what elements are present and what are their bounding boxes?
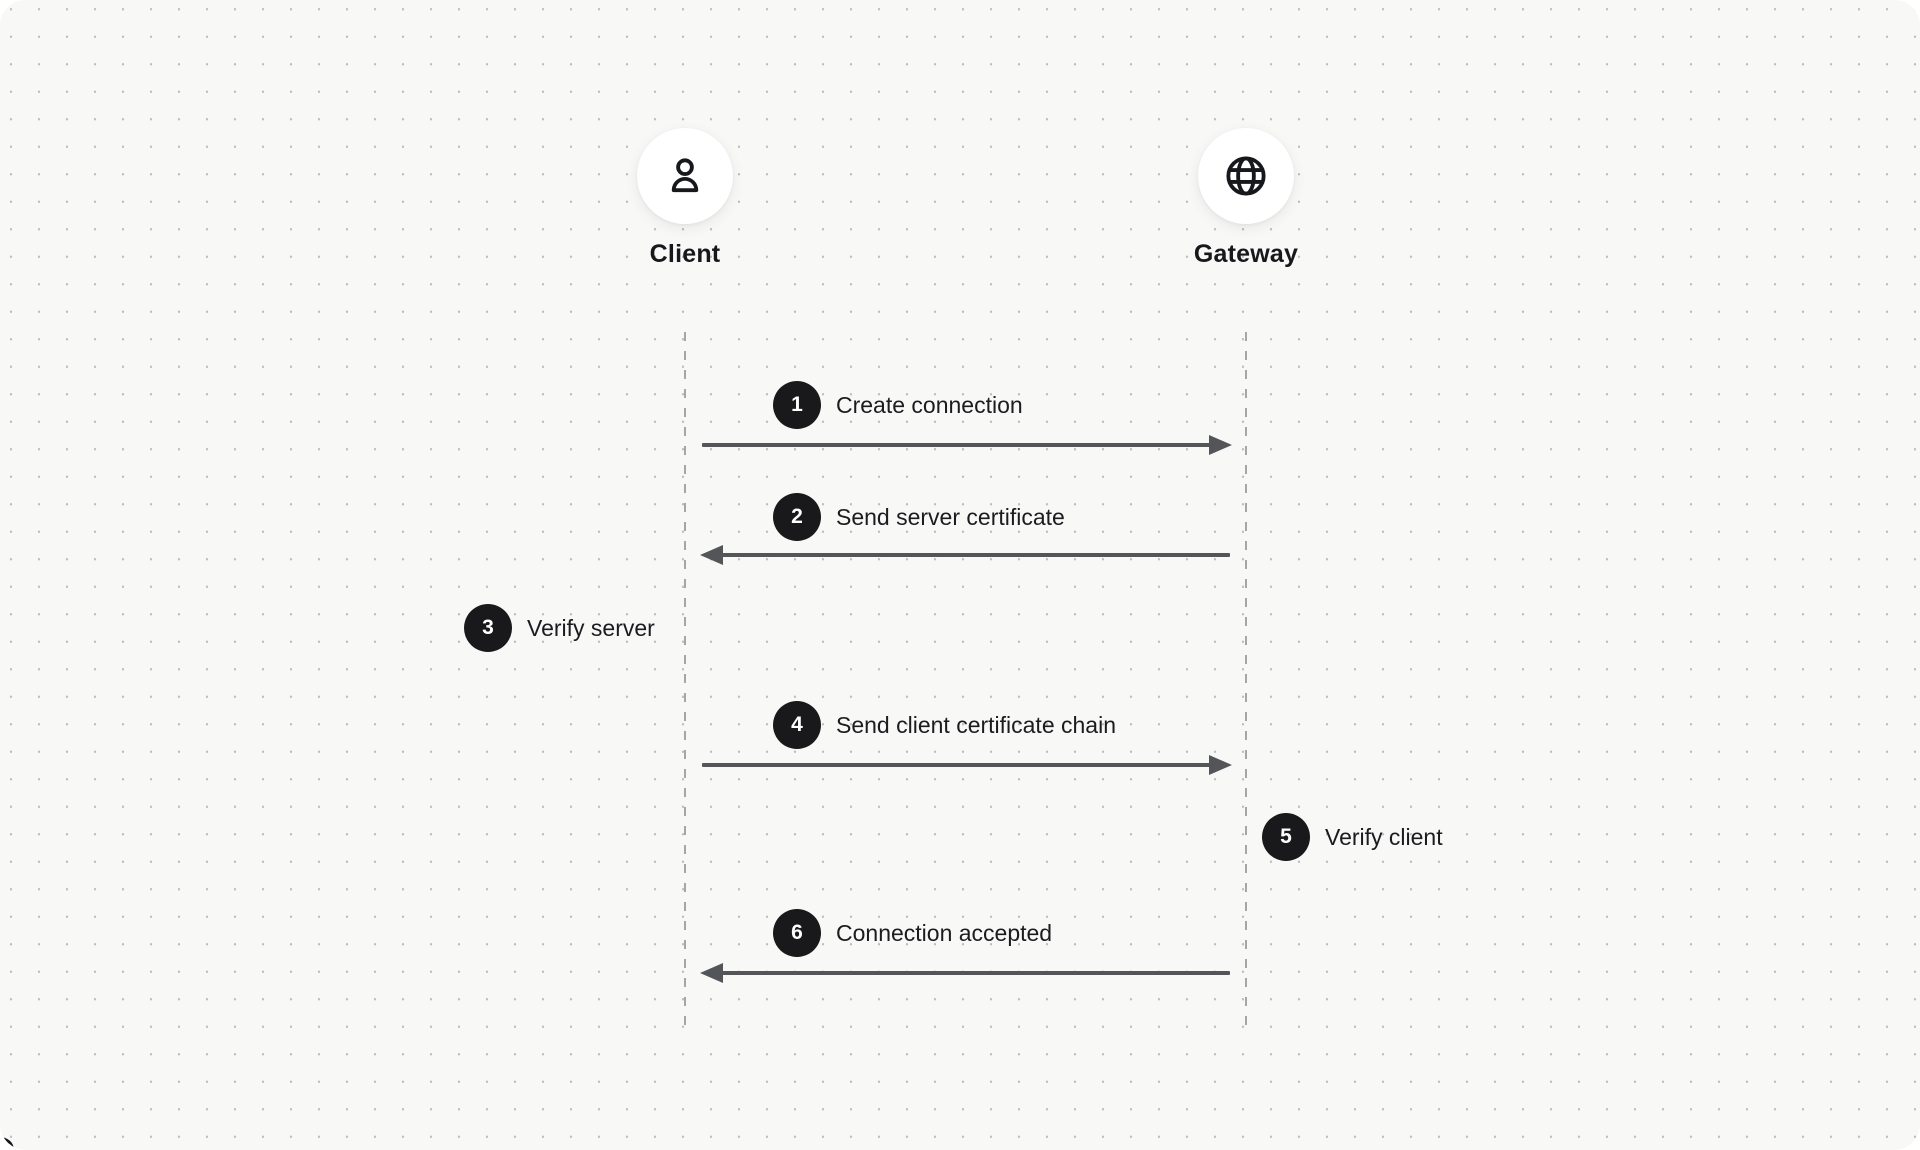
step-5-label: Verify client [1325, 823, 1443, 850]
step-6-connection-accepted[interactable]: 6 Connection accepted [773, 909, 1052, 957]
step-4-label: Send client certificate chain [836, 711, 1116, 738]
step-3-badge: 3 [464, 604, 512, 652]
arrow-4-line [702, 763, 1210, 767]
step-3-label: Verify server [527, 614, 655, 641]
globe-icon [1226, 156, 1266, 196]
step-6-badge: 6 [773, 909, 821, 957]
arrow-1-head-right [1209, 435, 1232, 455]
lifeline-gateway [1245, 332, 1247, 1032]
client-avatar-circle[interactable] [637, 128, 733, 224]
actor-label-client: Client [649, 240, 721, 268]
actor-node-client[interactable]: Client [585, 128, 785, 269]
actor-label-gateway: Gateway [1193, 240, 1299, 268]
arrow-1-line [702, 443, 1210, 447]
step-1-label: Create connection [836, 391, 1023, 418]
gateway-avatar-circle[interactable] [1198, 128, 1294, 224]
step-2-send-server-certificate[interactable]: 2 Send server certificate [773, 493, 1065, 541]
arrow-2-line [722, 553, 1230, 557]
step-5-verify-client[interactable]: 5 Verify client [1262, 813, 1443, 861]
step-4-badge: 4 [773, 701, 821, 749]
arrow-6-line [722, 971, 1230, 975]
actor-node-gateway[interactable]: Gateway [1146, 128, 1346, 269]
step-1-create-connection[interactable]: 1 Create connection [773, 381, 1023, 429]
user-icon [671, 158, 699, 193]
step-1-badge: 1 [773, 381, 821, 429]
bottom-left-peek-corner [0, 1137, 14, 1150]
arrow-2-head-left [700, 545, 723, 565]
step-2-badge: 2 [773, 493, 821, 541]
step-3-verify-server[interactable]: 3 Verify server [464, 604, 655, 652]
lifeline-client [684, 332, 686, 1032]
arrow-4-head-right [1209, 755, 1232, 775]
step-6-label: Connection accepted [836, 919, 1053, 946]
step-5-badge: 5 [1262, 813, 1310, 861]
step-2-label: Send server certificate [836, 503, 1065, 530]
arrow-6-head-left [700, 963, 723, 983]
step-4-send-client-certificate-chain[interactable]: 4 Send client certificate chain [773, 701, 1116, 749]
